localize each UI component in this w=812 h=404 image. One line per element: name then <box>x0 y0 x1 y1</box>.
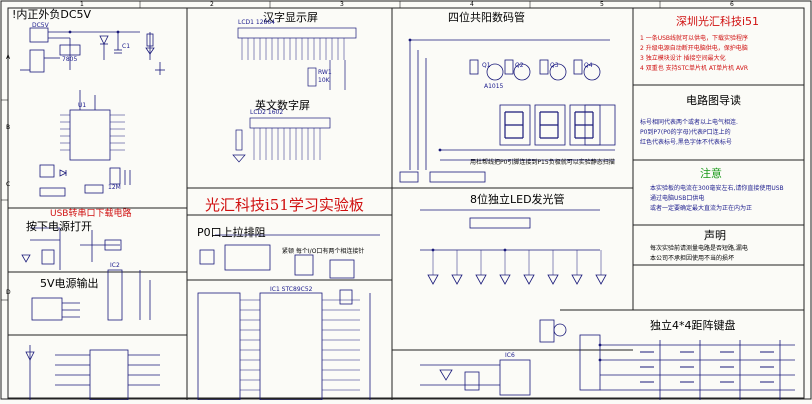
feature-item: 1 一条USB线就可以供电，下载实验程序 <box>640 35 749 42</box>
border-label-1: 1 <box>80 1 84 8</box>
reading-line: 红色代表标号,黑色字体不代表标号 <box>640 139 732 146</box>
press-power-title: 按下电源打开 <box>26 220 92 233</box>
reading-line: 标号相同代表两个或者以上电气相连. <box>640 119 738 126</box>
notice-title: 注意 <box>700 167 722 180</box>
seg-title: 四位共阳数码管 <box>448 11 525 24</box>
ds-circuit <box>420 359 531 396</box>
statement-line: 本公司不承担因使用不当的损坏 <box>650 255 735 262</box>
feature-item: 4 双重也 支持STC单片机 AT单片机 AVR <box>640 65 749 72</box>
keypad-circuit <box>579 334 795 400</box>
label-ic6: IC6 <box>505 352 515 359</box>
label-reg: 7805 <box>62 56 78 63</box>
label-mcu: IC1 STC89C52 <box>270 286 313 293</box>
lcd1602-connector <box>232 117 331 163</box>
notice-text: 本实验板的电流在300毫安左右,请你直接使用USB 通过电脑USB口供电 或者一… <box>650 184 784 214</box>
statement-line: 每次实验前请测量电路是否短路,漏电 <box>650 245 748 252</box>
notice-line: 本实验板的电流在300毫安左右,请你直接使用USB <box>650 185 784 192</box>
power-circuit <box>20 27 165 75</box>
lcd12864-connector <box>237 27 357 90</box>
label-ic2: IC2 <box>110 262 120 269</box>
reading-title: 电路图导读 <box>686 94 741 107</box>
p0-note: 紧顿 每个I/O口有两个相连接针 <box>282 248 365 255</box>
label-q4: Q4 <box>584 62 593 69</box>
label-crystal: 12M <box>108 184 121 191</box>
seg-note: 用杜帮线把P0引脚连接到P15负极就可以实验静态扫描 <box>470 159 615 166</box>
lcd-english-title: 英文数字屏 <box>255 99 310 112</box>
label-rw1: RW1 <box>318 69 332 76</box>
label-q1: Q1 <box>482 62 491 69</box>
label-q3: Q3 <box>550 62 559 69</box>
mcu-circuit <box>197 234 380 401</box>
keypad-title: 独立4*4距阵键盘 <box>650 319 736 332</box>
led-array <box>420 209 607 343</box>
usb-circuit <box>39 90 131 197</box>
output-5v-title: 5V电源输出 <box>40 277 99 290</box>
seven-seg-circuit <box>399 39 616 183</box>
output-5v-circuit <box>31 269 151 321</box>
border-label-b: B <box>6 124 11 131</box>
label-u1: U1 <box>78 102 87 109</box>
notice-line: 通过电脑USB口供电 <box>650 195 705 202</box>
feature-item: 3 独立模块设计 插接空间最大化 <box>640 55 726 62</box>
feature-item: 2 升级电源自动断开电脑供电，保护电脑 <box>640 45 748 52</box>
sheet-inner-border <box>7 7 805 399</box>
board-title: 光汇科技i51学习实验板 <box>205 196 364 214</box>
lcd-chinese-title: 汉字显示屏 <box>263 11 318 24</box>
switch-circuit <box>21 227 122 270</box>
label-c1: C1 <box>122 43 131 50</box>
reading-text: 标号相同代表两个或者以上电气相连. P0到P7(P0的字母)代表P口连上的 红色… <box>640 118 738 148</box>
border-label-2: 2 <box>210 1 214 8</box>
reading-line: P0到P7(P0的字母)代表P口连上的 <box>640 129 731 136</box>
led-title: 8位独立LED发光管 <box>470 193 565 206</box>
usb-label: USB转串口下载电路 <box>50 209 132 219</box>
label-lcd1602: LCD2 1602 <box>250 109 284 116</box>
driver-circuit <box>25 345 160 401</box>
statement-title: 声明 <box>704 229 726 242</box>
label-dc5v: DC5V <box>32 22 49 29</box>
label-q2: Q2 <box>515 62 524 69</box>
border-label-4: 4 <box>470 1 474 8</box>
border-label-a: A <box>6 54 11 61</box>
border-label-5: 5 <box>600 1 604 8</box>
border-label-c: C <box>6 181 11 188</box>
statement-text: 每次实验前请测量电路是否短路,漏电 本公司不承担因使用不当的损坏 <box>650 244 748 264</box>
label-lcd12864: LCD1 12864 <box>238 19 275 26</box>
features-list: 1 一条USB线就可以供电，下载实验程序 2 升级电源自动断开电脑供电，保护电脑… <box>640 34 748 74</box>
border-label-3: 3 <box>340 1 344 8</box>
label-a1015: A1015 <box>484 83 504 90</box>
p0-pullup-title: P0口上拉排阻 <box>197 226 266 239</box>
notice-line: 或者一定要确定最大直流为正在内为正 <box>650 205 753 212</box>
border-label-d: D <box>6 289 11 296</box>
border-label-6: 6 <box>730 1 734 8</box>
company-title: 深圳光汇科技i51 <box>676 15 760 28</box>
power-ext-title: !内正外负DC5V <box>12 8 92 21</box>
label-rw1-val: 10K <box>318 77 330 84</box>
